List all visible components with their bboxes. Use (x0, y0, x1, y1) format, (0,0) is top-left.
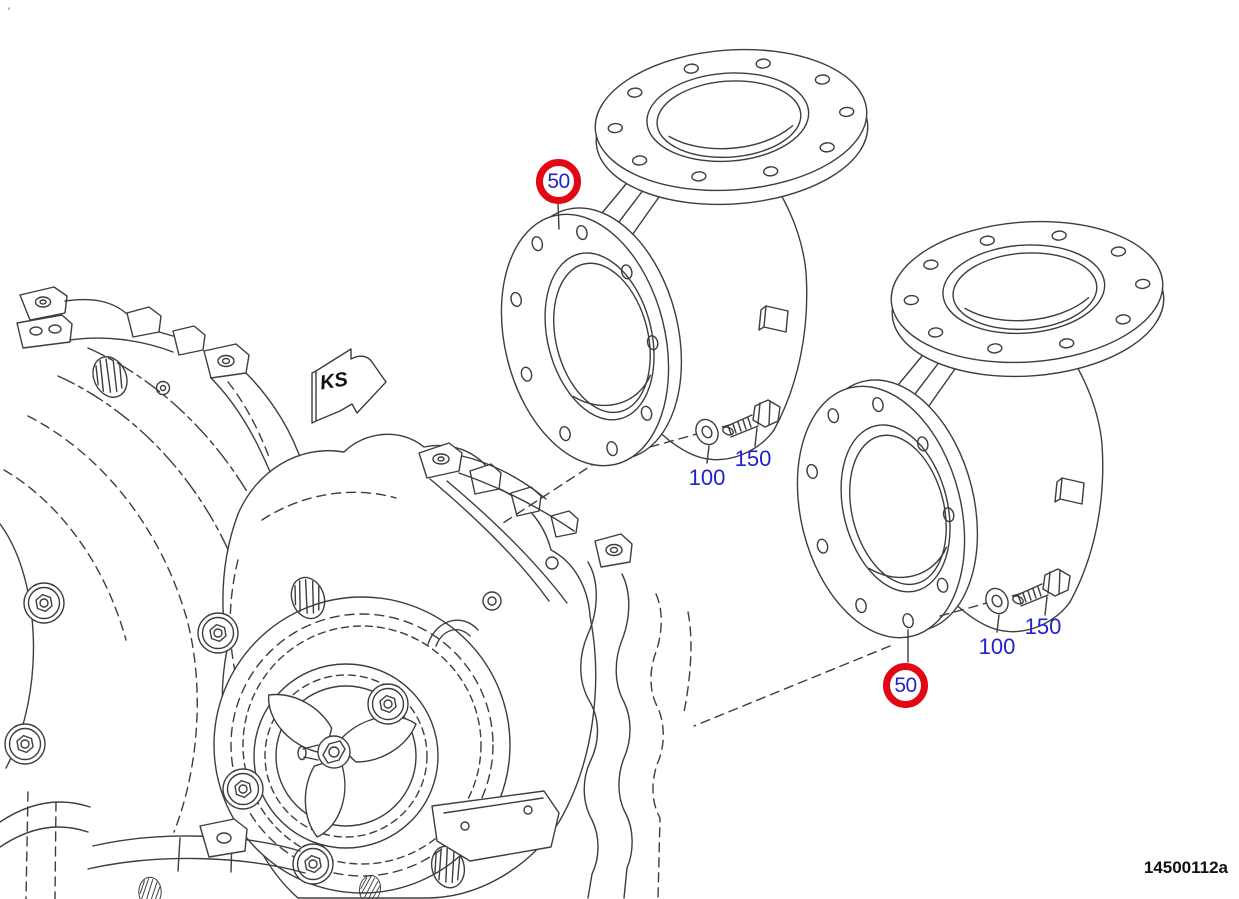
callout-bubble-50-upper-text: 50 (547, 169, 570, 193)
leader-line-50-upper (557, 202, 560, 230)
elbow-fitting-lower (770, 211, 1170, 657)
transmission-assembly (0, 286, 692, 899)
corner-artifact: ' (8, 6, 11, 18)
callout-bubble-50-lower[interactable]: 50 (883, 663, 928, 708)
callout-label-100-lower[interactable]: 100 (978, 634, 1016, 659)
callout-bubble-50-lower-text: 50 (894, 673, 917, 697)
assembly-axis-line-lower (693, 645, 891, 727)
direction-arrow-ks (311, 348, 387, 424)
callout-label-150-lower[interactable]: 150 (1024, 614, 1062, 639)
impeller (268, 693, 417, 838)
drawing-number: 14500112a (1143, 858, 1228, 877)
callout-label-100-upper[interactable]: 100 (688, 465, 726, 490)
callout-label-150-upper[interactable]: 150 (734, 446, 772, 471)
callout-bubble-50-upper[interactable]: 50 (536, 159, 581, 204)
